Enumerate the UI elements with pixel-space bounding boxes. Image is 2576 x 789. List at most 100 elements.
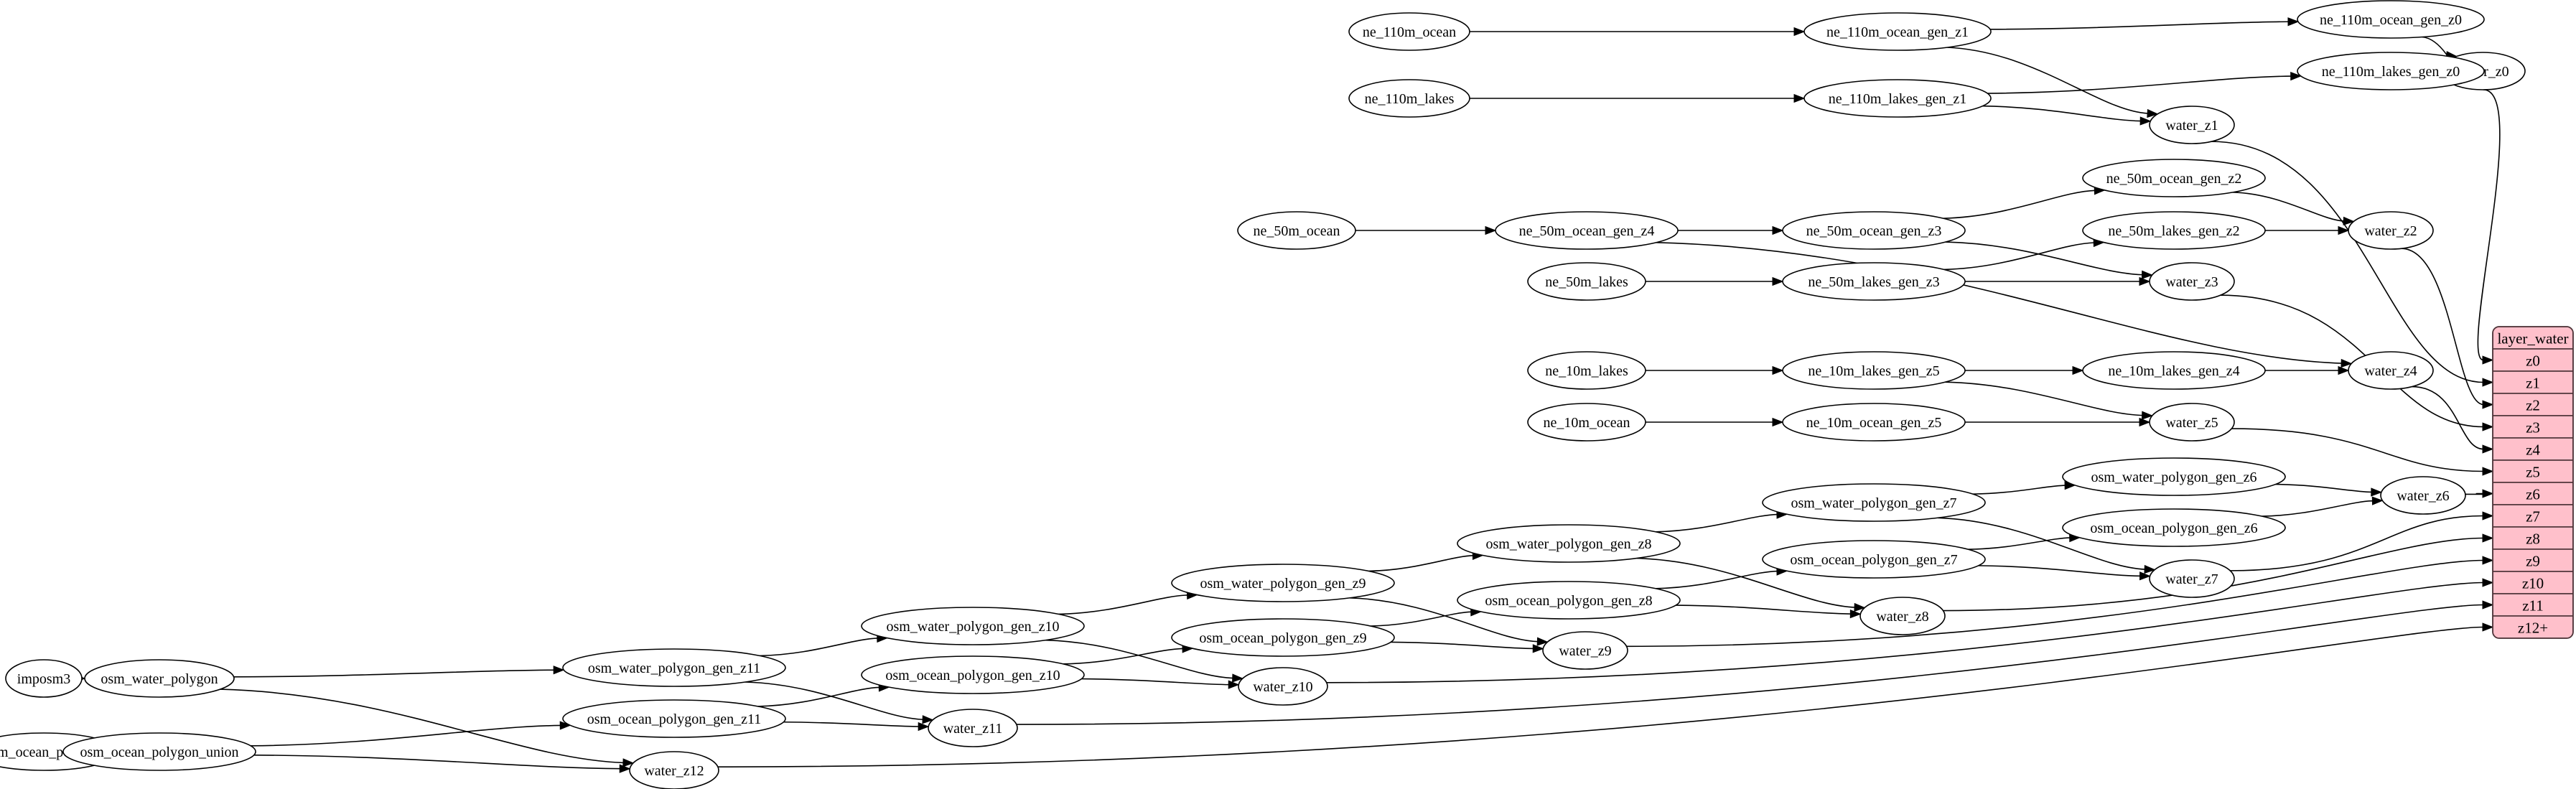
graph-node-osm_water_polygon_gen_z8[interactable]: osm_water_polygon_gen_z8 <box>1457 524 1681 563</box>
graph-node-water_z5[interactable]: water_z5 <box>2149 403 2235 442</box>
layer-water-row-z11-label: z11 <box>2522 597 2544 615</box>
node-label: ne_110m_lakes_gen_z1 <box>1829 91 1967 107</box>
graph-node-ne_10m_ocean_gen_z5[interactable]: ne_10m_ocean_gen_z5 <box>1782 403 1966 442</box>
node-ellipse <box>1762 483 1986 522</box>
layer-water-row-z4[interactable] <box>2493 437 2573 461</box>
node-label: water_z2 <box>2364 223 2417 239</box>
graph-node-osm_water_polygon_gen_z9[interactable]: osm_water_polygon_gen_z9 <box>1171 564 1395 602</box>
node-label: ne_50m_lakes_gen_z2 <box>2108 223 2239 239</box>
graph-edge-ne_50m_ocean_gen_z4--to--water_z4 <box>1656 242 2353 368</box>
graph-node-osm_ocean_polygon_gen_z10[interactable]: osm_ocean_polygon_gen_z10 <box>861 655 1085 694</box>
node-ellipse <box>1782 211 1966 250</box>
graph-node-imposm3[interactable]: imposm3 <box>5 659 83 698</box>
node-ellipse <box>2149 559 2235 598</box>
node-ellipse <box>2149 403 2235 442</box>
edge-arrowhead <box>2139 276 2151 286</box>
graph-node-water_z11[interactable]: water_z11 <box>928 709 1018 747</box>
graph-node-water_z9[interactable]: water_z9 <box>1542 631 1628 670</box>
edge-arrowhead <box>1793 93 1806 103</box>
edge-line <box>1391 641 1534 650</box>
node-label: ne_110m_lakes <box>1365 91 1455 107</box>
graph-node-ne_50m_ocean_gen_z3[interactable]: ne_50m_ocean_gen_z3 <box>1782 211 1966 250</box>
graph-edge-osm_ocean_polygon_gen_z7--to--osm_ocean_polygon_gen_z6 <box>1968 533 2081 550</box>
graph-node-ne_50m_ocean[interactable]: ne_50m_ocean <box>1237 211 1356 250</box>
edge-line <box>1945 381 2143 416</box>
graph-node-water_z1[interactable]: water_z1 <box>2149 106 2235 144</box>
layer-water-row-z5[interactable] <box>2493 459 2573 483</box>
graph-node-ne_10m_ocean[interactable]: ne_10m_ocean <box>1527 403 1646 442</box>
graph-node-ne_110m_ocean_gen_z1[interactable]: ne_110m_ocean_gen_z1 <box>1803 12 1992 51</box>
graph-node-ne_50m_ocean_gen_z2[interactable]: ne_50m_ocean_gen_z2 <box>2082 159 2266 197</box>
graph-edge-water_z0--to--layer_water-z0 <box>2477 89 2501 365</box>
edge-arrowhead <box>2482 467 2494 476</box>
graph-node-osm_water_polygon_gen_z10[interactable]: osm_water_polygon_gen_z10 <box>861 607 1085 645</box>
edge-arrowhead <box>1849 609 1862 619</box>
edge-line <box>1990 21 2289 30</box>
node-ellipse <box>1495 211 1679 250</box>
graph-node-ne_10m_lakes_gen_z5[interactable]: ne_10m_lakes_gen_z5 <box>1782 351 1966 390</box>
graph-node-osm_water_polygon_gen_z6[interactable]: osm_water_polygon_gen_z6 <box>2062 457 2286 496</box>
node-label: osm_ocean_polygon_gen_z7 <box>1790 552 1957 568</box>
graph-node-osm_ocean_polygon_gen_z9[interactable]: osm_ocean_polygon_gen_z9 <box>1171 618 1395 657</box>
graph-edge-ne_110m_ocean_gen_z1--to--water_z1 <box>1947 47 2159 118</box>
graph-node-water_z8[interactable]: water_z8 <box>1859 597 1946 635</box>
graph-node-ne_10m_lakes_gen_z4[interactable]: ne_10m_lakes_gen_z4 <box>2082 351 2266 390</box>
edge-line <box>2230 515 2484 571</box>
graph-edge-ne_10m_ocean--to--ne_10m_ocean_gen_z5 <box>1646 417 1784 427</box>
graph-node-osm_ocean_polygon_gen_z8[interactable]: osm_ocean_polygon_gen_z8 <box>1457 581 1681 620</box>
graph-node-osm_ocean_polygon_gen_z6[interactable]: osm_ocean_polygon_gen_z6 <box>2062 508 2286 547</box>
graph-node-water_z7[interactable]: water_z7 <box>2149 559 2235 598</box>
edge-arrowhead <box>2482 378 2494 387</box>
node-label: water_z10 <box>1253 679 1312 695</box>
edge-arrowhead <box>1854 602 1866 612</box>
graph-edge-osm_water_polygon_gen_z8--to--osm_water_polygon_gen_z7 <box>1656 510 1788 533</box>
graph-node-ne_110m_ocean[interactable]: ne_110m_ocean <box>1348 12 1470 51</box>
graph-node-ne_110m_lakes[interactable]: ne_110m_lakes <box>1348 79 1470 118</box>
node-ellipse <box>2297 0 2485 39</box>
graph-node-osm_water_polygon[interactable]: osm_water_polygon <box>84 659 235 698</box>
graph-node-water_z6[interactable]: water_z6 <box>2380 476 2466 515</box>
graph-node-water_z2[interactable]: water_z2 <box>2348 211 2434 250</box>
graph-edge-osm_ocean_polygon_gen_z6--to--water_z6 <box>2262 496 2384 517</box>
node-label: osm_ocean_polygon_union <box>80 744 238 760</box>
graph-node-water_z10[interactable]: water_z10 <box>1238 667 1328 706</box>
graph-node-water_z12[interactable]: water_z12 <box>629 751 719 789</box>
graph-node-ne_110m_lakes_gen_z1[interactable]: ne_110m_lakes_gen_z1 <box>1803 79 1992 118</box>
layer-water-row-z2[interactable] <box>2493 393 2573 416</box>
node-label: ne_10m_lakes_gen_z4 <box>2108 363 2239 379</box>
graph-edge-ne_50m_ocean_gen_z4--to--ne_50m_ocean_gen_z3 <box>1678 225 1784 235</box>
edge-line <box>220 688 624 764</box>
graph-edge-water_z5--to--layer_water-z5 <box>2231 428 2494 476</box>
layer-water-row-z12plus-label: z12+ <box>2518 620 2548 637</box>
node-ellipse <box>1237 211 1356 250</box>
graph-node-osm_ocean_polygon_gen_z7[interactable]: osm_ocean_polygon_gen_z7 <box>1762 540 1986 579</box>
graph-node-osm_ocean_polygon_gen_z11[interactable]: osm_ocean_polygon_gen_z11 <box>562 699 786 738</box>
node-ellipse <box>1782 351 1966 390</box>
node-ellipse <box>1457 524 1681 563</box>
graph-node-ne_50m_ocean_gen_z4[interactable]: ne_50m_ocean_gen_z4 <box>1495 211 1679 250</box>
graph-node-osm_water_polygon_gen_z11[interactable]: osm_water_polygon_gen_z11 <box>562 648 786 687</box>
graph-node-osm_ocean_polygon_union[interactable]: osm_ocean_polygon_union <box>62 732 256 771</box>
layer-water-row-z12plus[interactable] <box>2493 615 2573 638</box>
graph-node-ne_50m_lakes[interactable]: ne_50m_lakes <box>1527 262 1646 301</box>
graph-edge-ne_110m_ocean_gen_z1--to--ne_110m_ocean_gen_z0 <box>1990 17 2300 30</box>
graph-node-ne_10m_lakes[interactable]: ne_10m_lakes <box>1527 351 1646 390</box>
graph-node-ne_50m_lakes_gen_z3[interactable]: ne_50m_lakes_gen_z3 <box>1782 262 1966 301</box>
graph-node-ne_110m_ocean_gen_z0[interactable]: ne_110m_ocean_gen_z0 <box>2297 0 2485 39</box>
graph-edge-osm_water_polygon_gen_z7--to--osm_water_polygon_gen_z6 <box>1972 480 2076 495</box>
graph-node-ne_50m_lakes_gen_z2[interactable]: ne_50m_lakes_gen_z2 <box>2082 211 2266 250</box>
layer-water-row-z3-label: z3 <box>2526 419 2540 436</box>
graph-node-osm_water_polygon_gen_z7[interactable]: osm_water_polygon_gen_z7 <box>1762 483 1986 522</box>
node-label: water_z11 <box>943 721 1003 737</box>
node-label: imposm3 <box>17 671 70 687</box>
node-label: osm_water_polygon_gen_z7 <box>1791 495 1956 511</box>
node-label: ne_10m_ocean_gen_z5 <box>1806 415 1942 431</box>
node-ellipse <box>62 732 256 771</box>
edge-arrowhead <box>2482 533 2494 543</box>
graph-node-water_z3[interactable]: water_z3 <box>2149 262 2235 301</box>
graph-node-water_z4[interactable]: water_z4 <box>2348 351 2434 390</box>
graph-node-ne_110m_lakes_gen_z0[interactable]: ne_110m_lakes_gen_z0 <box>2297 52 2485 90</box>
layer-water-row-z1[interactable] <box>2493 370 2573 394</box>
edge-line <box>1045 639 1233 679</box>
